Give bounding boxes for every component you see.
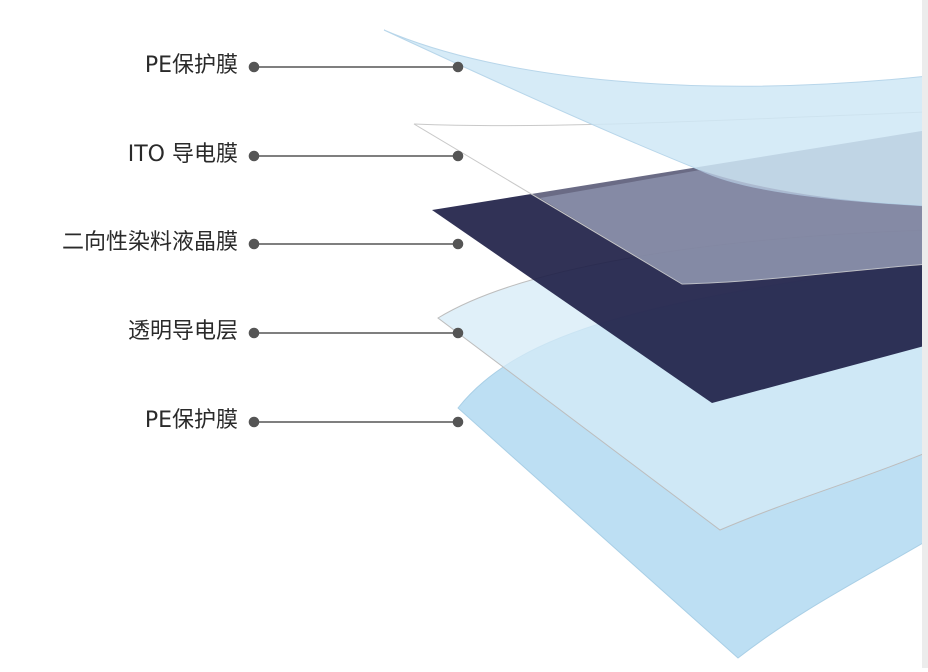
label-tc: 透明导电层 <box>127 319 238 344</box>
leader-ito <box>248 150 464 162</box>
film-pe-top-overlap <box>540 170 928 284</box>
label-pe-bottom: PE保护膜 <box>144 408 238 433</box>
label-ito: ITO 导电膜 <box>127 142 238 167</box>
label-pe-top: PE保护膜 <box>144 53 238 78</box>
leader-pe-top <box>248 61 464 73</box>
leader-lines <box>248 61 464 428</box>
leader-pe-bottom <box>248 416 464 428</box>
leader-lc <box>248 238 464 250</box>
page-edge <box>922 0 928 668</box>
leader-tc <box>248 327 464 339</box>
label-lc: 二向性染料液晶膜 <box>61 230 238 255</box>
